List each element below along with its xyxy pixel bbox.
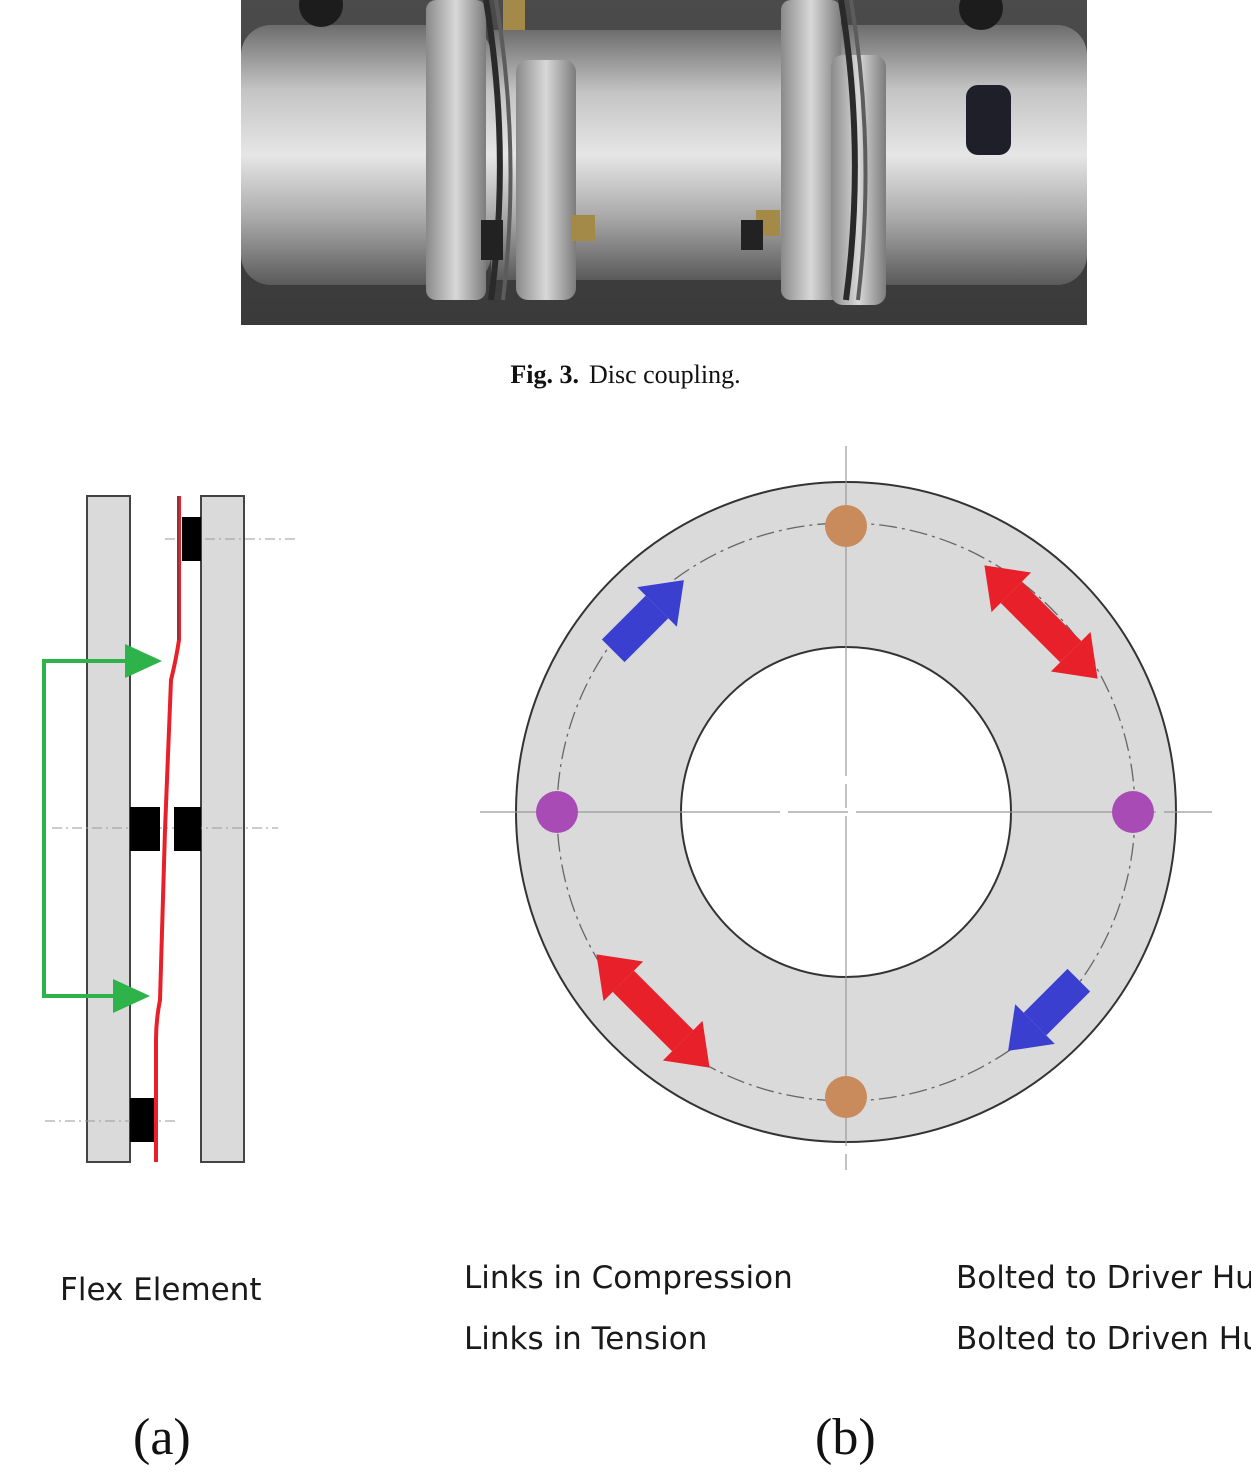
- tension-arrow-bottom-right: [1008, 968, 1091, 1051]
- driver-bolt-top: [825, 505, 867, 547]
- legend-driver-hub: Bolted to Driver Hu: [956, 1260, 1251, 1296]
- driven-bolt-left: [536, 791, 578, 833]
- figure-caption-text: Disc coupling.: [588, 360, 741, 389]
- legend-compression: Links in Compression: [464, 1260, 793, 1296]
- compression-arrow-bottom-left: [596, 954, 710, 1068]
- driven-bolt-right: [1112, 791, 1154, 833]
- legend-tension: Links in Tension: [464, 1321, 708, 1357]
- tension-arrow-top-left: [601, 580, 684, 663]
- figure-label: Fig. 3.: [510, 360, 579, 389]
- disc-coupling-photo: [241, 0, 1087, 325]
- disc-front-view: [480, 446, 1212, 1170]
- compression-arrow-top-right: [984, 565, 1098, 679]
- flex-element-line: [154, 496, 181, 1162]
- green-arrow: [42, 644, 162, 1013]
- panel-b-label: (b): [815, 1409, 876, 1466]
- flex-element-legend: Flex Element: [60, 1272, 262, 1308]
- panel-a-label: (a): [133, 1409, 191, 1466]
- figure-caption: Fig. 3. Disc coupling.: [0, 360, 1251, 390]
- flex-element-side-view: [42, 495, 298, 1163]
- coupling-diagram: [0, 430, 1251, 1361]
- driver-bolt-bottom: [825, 1076, 867, 1118]
- legend-driven-hub: Bolted to Driven Hu: [956, 1321, 1251, 1357]
